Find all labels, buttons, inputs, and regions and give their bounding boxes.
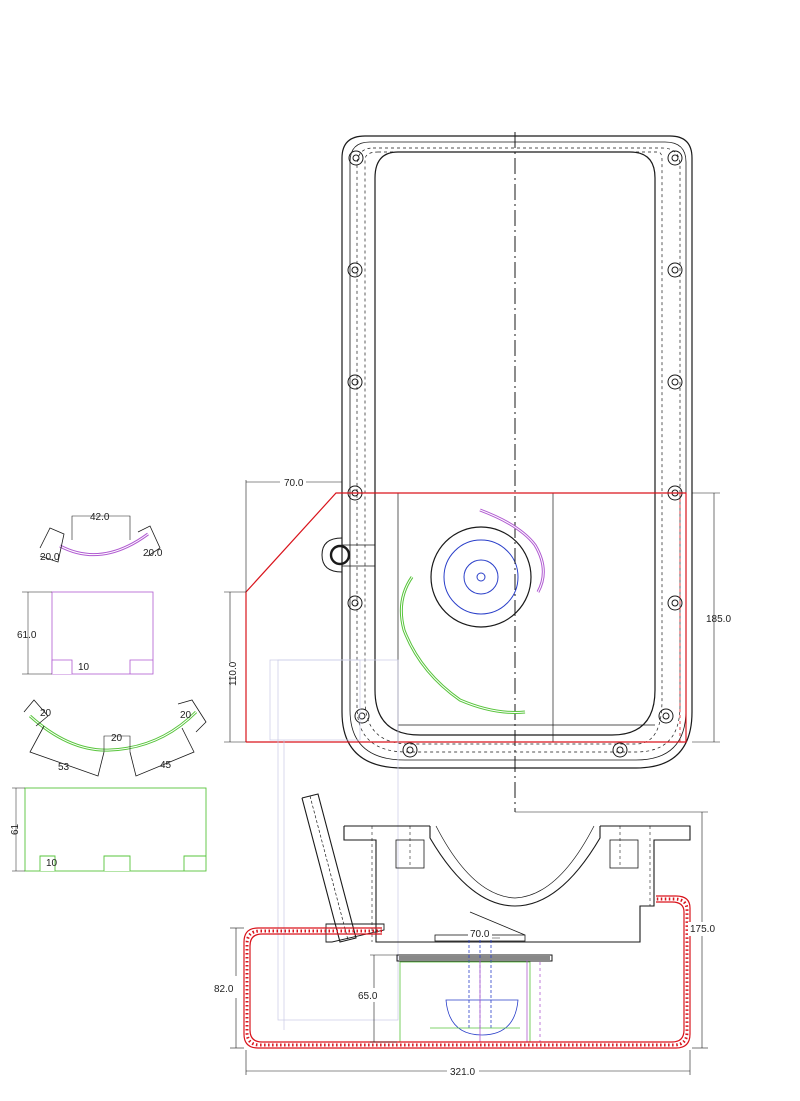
top-view bbox=[321, 132, 693, 813]
side-view bbox=[301, 793, 691, 962]
dim-top-width: 70.0 bbox=[284, 478, 304, 489]
dim-pipe-dia: 70.0 bbox=[470, 929, 490, 940]
bolt-hole bbox=[667, 262, 683, 278]
bolt-hole bbox=[667, 374, 683, 390]
gasket-dashed-line-2 bbox=[364, 151, 663, 745]
bolt-hole bbox=[347, 374, 363, 390]
pickup-inner bbox=[463, 559, 499, 595]
pickup-center bbox=[476, 572, 486, 582]
purple-end-right: 20.0 bbox=[143, 548, 163, 559]
pickup-outer bbox=[430, 526, 532, 628]
purple-notch: 10 bbox=[78, 662, 90, 673]
bolt-hole bbox=[667, 595, 683, 611]
sump-outline-top bbox=[245, 492, 687, 743]
bolt-hole bbox=[402, 742, 418, 758]
dim-total-length: 321.0 bbox=[450, 1067, 475, 1078]
bolt-hole bbox=[348, 150, 364, 166]
dipstick-tab bbox=[321, 537, 343, 573]
bolt-hole bbox=[354, 708, 370, 724]
green-seg-right: 45 bbox=[160, 760, 172, 771]
green-end-right: 20 bbox=[180, 710, 192, 721]
flange-inner-line bbox=[349, 141, 687, 761]
pickup-plate bbox=[396, 954, 553, 962]
green-seg-left: 53 bbox=[58, 762, 70, 773]
pan-opening bbox=[374, 151, 656, 736]
ghost-lines bbox=[269, 659, 399, 1030]
bolt-hole bbox=[347, 595, 363, 611]
pickup-details bbox=[399, 930, 550, 1043]
pickup-ring bbox=[443, 539, 519, 615]
green-end-left: 20 bbox=[40, 708, 52, 719]
dimensions-top bbox=[224, 478, 720, 743]
dimensions-side bbox=[230, 811, 708, 1075]
purple-baffle-top bbox=[479, 508, 545, 593]
dim-sump-height: 82.0 bbox=[214, 984, 234, 995]
dipstick-hole bbox=[329, 544, 351, 566]
bolt-hole bbox=[347, 262, 363, 278]
purple-height: 61.0 bbox=[17, 630, 37, 641]
sump-shell-side bbox=[243, 895, 691, 1049]
crank-cutout bbox=[429, 826, 601, 907]
purple-baffle-pattern bbox=[22, 515, 161, 675]
dim-height-left: 110.0 bbox=[228, 661, 239, 686]
green-baffle-top bbox=[399, 576, 526, 714]
green-baffle-pattern bbox=[12, 699, 207, 872]
bolt-hole bbox=[667, 150, 683, 166]
dim-pickup-height: 65.0 bbox=[358, 991, 378, 1002]
gasket-dashed-line bbox=[356, 147, 681, 753]
dim-height-right: 185.0 bbox=[706, 614, 731, 625]
green-center: 20 bbox=[111, 733, 123, 744]
purple-end-left: 20.0 bbox=[40, 552, 60, 563]
green-arc bbox=[28, 710, 198, 752]
flange-outline bbox=[341, 135, 693, 769]
purple-arc-width: 42.0 bbox=[90, 512, 110, 523]
purple-panel bbox=[51, 591, 154, 675]
bolt-hole bbox=[658, 708, 674, 724]
pickup-bell bbox=[445, 999, 519, 1036]
dim-total-height: 175.0 bbox=[690, 924, 715, 935]
green-height: 61 bbox=[10, 823, 21, 835]
bolt-hole bbox=[612, 742, 628, 758]
green-notch: 10 bbox=[46, 858, 58, 869]
dipstick-tube bbox=[301, 793, 357, 943]
